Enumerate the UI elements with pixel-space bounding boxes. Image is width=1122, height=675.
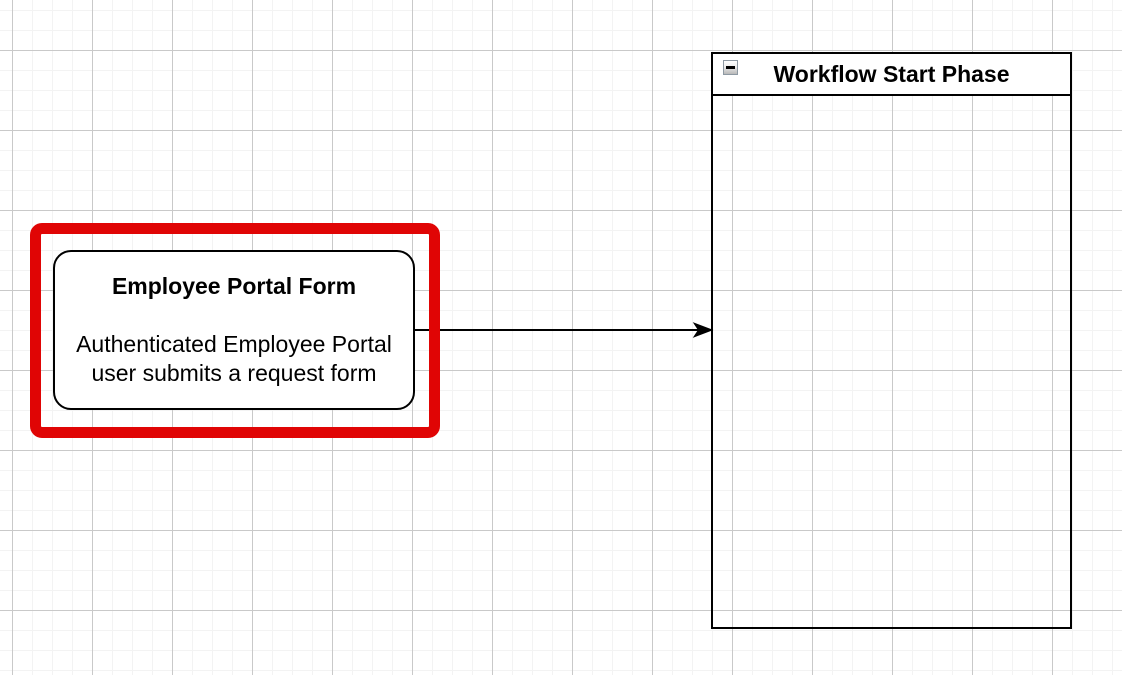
container-body[interactable]: [713, 96, 1070, 627]
collapse-button[interactable]: [723, 60, 738, 75]
node-title: Employee Portal Form: [111, 273, 357, 299]
minus-icon: [726, 66, 735, 69]
node-description: Authenticated Employee Portal user submi…: [76, 331, 392, 386]
arrow-connector[interactable]: [414, 322, 714, 338]
workflow-start-phase-container[interactable]: Workflow Start Phase: [711, 52, 1072, 629]
arrowhead-icon: [692, 322, 714, 338]
container-header[interactable]: Workflow Start Phase: [713, 54, 1070, 96]
container-title: Workflow Start Phase: [773, 60, 1010, 87]
employee-portal-form-node[interactable]: Employee Portal Form Authenticated Emplo…: [53, 250, 415, 410]
